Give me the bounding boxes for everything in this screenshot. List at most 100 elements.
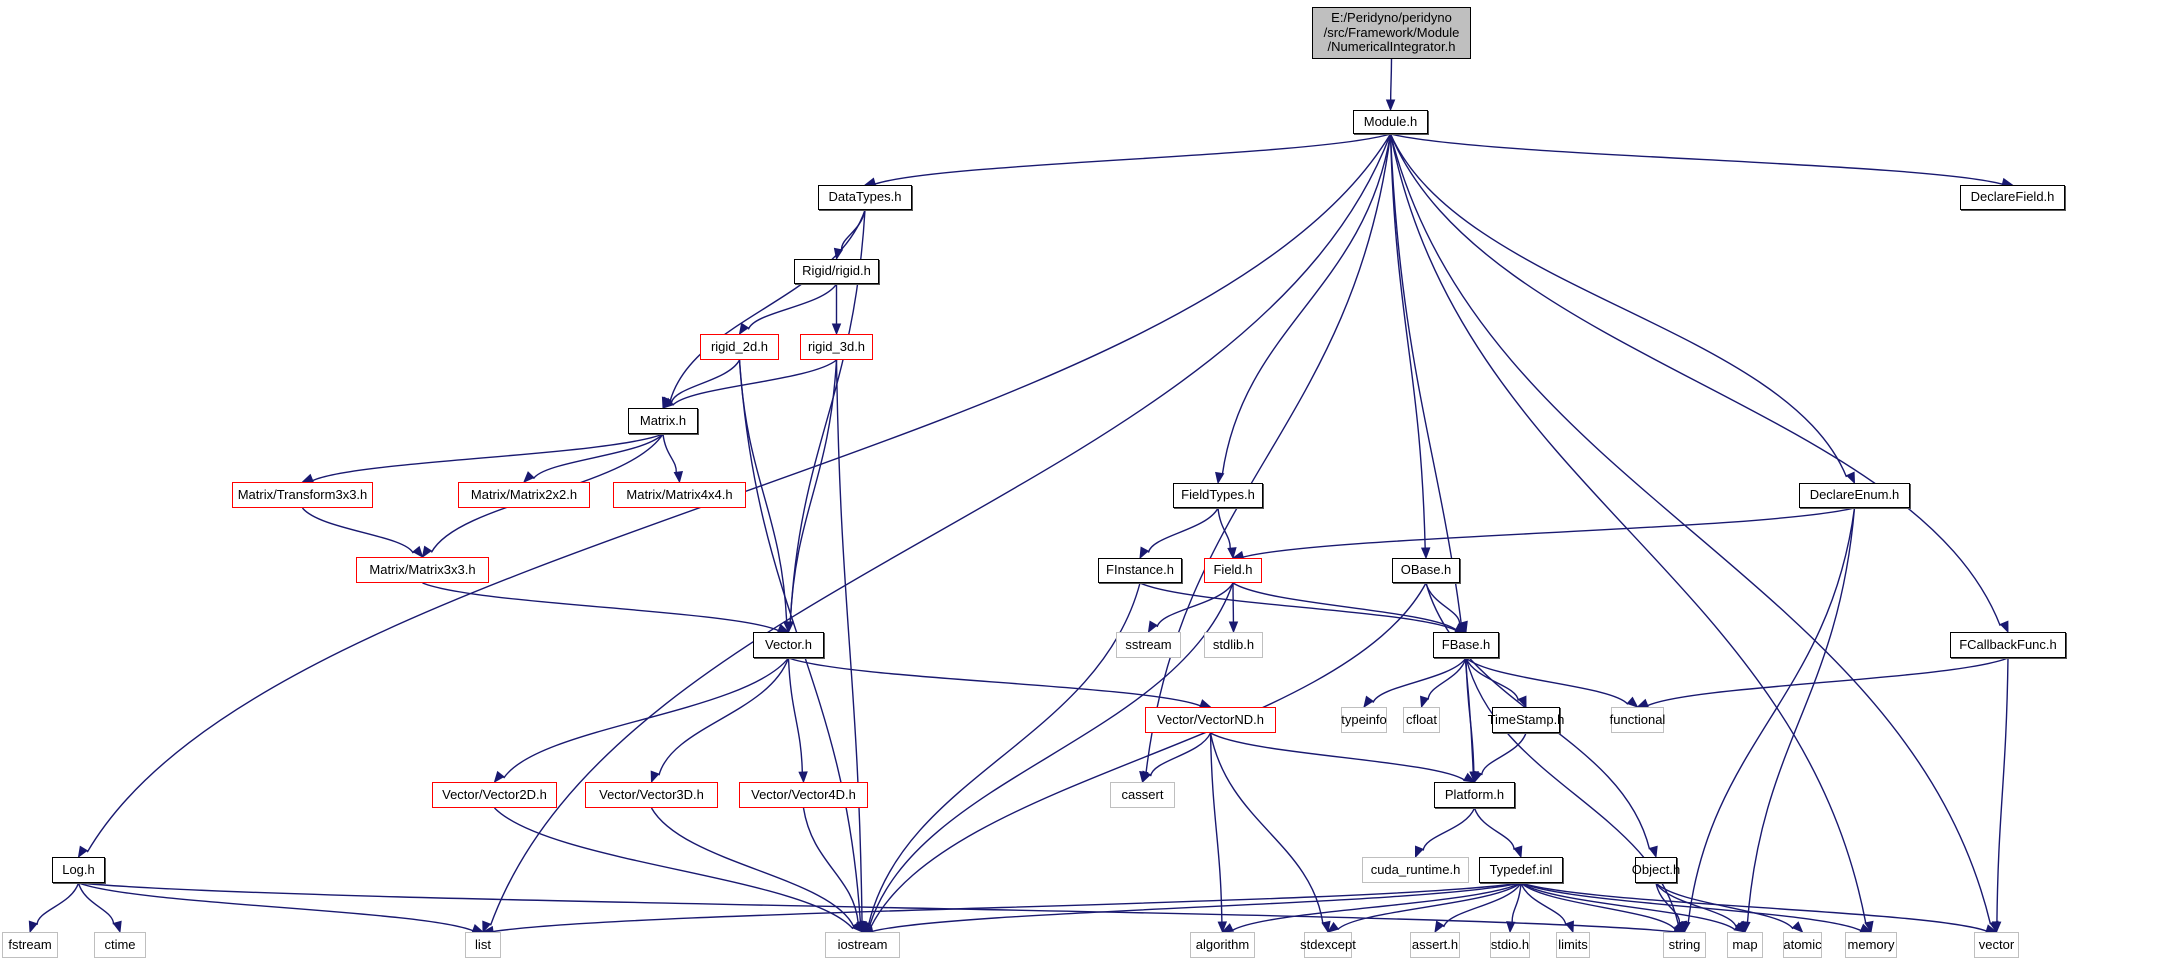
arrowhead-icon: [1385, 99, 1396, 112]
node-label: FieldTypes.h: [1181, 487, 1255, 503]
node-rigid2d[interactable]: rigid_2d.h: [700, 334, 779, 360]
node-vector3d[interactable]: Vector/Vector3D.h: [585, 782, 718, 808]
edge-fcallback-to-vector: [1996, 657, 2009, 923]
node-label: Vector/Vector2D.h: [442, 786, 547, 802]
node-label: Vector.h: [765, 636, 812, 652]
arrowhead-icon: [493, 770, 505, 784]
node-label: Matrix/Matrix4x4.h: [626, 486, 733, 502]
node-asserth: assert.h: [1410, 932, 1460, 958]
node-fcallback[interactable]: FCallbackFunc.h: [1950, 632, 2066, 658]
node-label: Vector/VectorND.h: [1157, 711, 1264, 727]
arrowhead-icon: [738, 322, 750, 336]
node-label: Object.h: [1631, 861, 1681, 877]
node-matrix4x4[interactable]: Matrix/Matrix4x4.h: [613, 482, 746, 508]
node-label: Matrix/Matrix2x2.h: [470, 486, 578, 502]
arrowhead-icon: [1999, 620, 2009, 634]
edge-fbase-to-typeinfo: [1372, 657, 1467, 704]
arrowhead-icon: [784, 621, 794, 634]
arrowhead-icon: [861, 920, 872, 934]
node-object[interactable]: Object.h: [1631, 857, 1681, 883]
node-rigid[interactable]: Rigid/rigid.h: [794, 259, 879, 284]
edge-obase-to-fbase: [1425, 582, 1461, 625]
node-declarefield[interactable]: DeclareField.h: [1960, 185, 2065, 210]
node-module[interactable]: Module.h: [1353, 110, 1428, 134]
edge-fbase-to-timestamp: [1465, 657, 1519, 701]
arrowhead-icon: [1326, 921, 1340, 933]
node-label: Platform.h: [1444, 786, 1505, 802]
edge-typedef-to-map: [1520, 882, 1736, 931]
edge-log-to-list: [78, 882, 474, 932]
arrowhead-icon: [1228, 621, 1239, 634]
node-label: functional: [1609, 711, 1666, 727]
edge-finstance-to-iostream: [868, 582, 1141, 925]
node-label: Matrix/Transform3x3.h: [237, 486, 368, 502]
node-matrix2x2[interactable]: Matrix/Matrix2x2.h: [458, 482, 590, 508]
node-finstance[interactable]: FInstance.h: [1098, 558, 1182, 583]
node-declareenum[interactable]: DeclareEnum.h: [1799, 483, 1910, 508]
edge-fieldtypes-to-finstance: [1147, 507, 1219, 553]
node-label: string: [1668, 936, 1701, 952]
edge-vector_h-to-vectornd: [788, 657, 1201, 707]
node-vector2d[interactable]: Vector/Vector2D.h: [432, 782, 557, 808]
arrowhead-icon: [661, 397, 675, 409]
node-label: stdlib.h: [1212, 636, 1255, 652]
arrowhead-icon: [831, 323, 842, 336]
edge-rigid2d-to-matrix: [670, 359, 741, 403]
node-rigid3d[interactable]: rigid_3d.h: [800, 334, 873, 360]
node-root[interactable]: E:/Peridyno/peridyno /src/Framework/Modu…: [1312, 7, 1471, 59]
node-label: vector: [1978, 936, 2015, 952]
edge-vectornd-to-platform: [1210, 732, 1466, 781]
node-label: FBase.h: [1441, 636, 1491, 652]
node-obase[interactable]: OBase.h: [1392, 558, 1460, 583]
edge-typedef-to-memory: [1520, 882, 1862, 932]
node-matrix3x3[interactable]: Matrix/Matrix3x3.h: [356, 557, 489, 583]
arrowhead-icon: [77, 845, 88, 859]
edge-vector_h-to-vector4d: [787, 657, 803, 773]
node-vector4d[interactable]: Vector/Vector4D.h: [739, 782, 868, 808]
node-fbase[interactable]: FBase.h: [1433, 632, 1499, 658]
node-label: Matrix/Matrix3x3.h: [369, 561, 476, 577]
node-typedef[interactable]: Typedef.inl: [1479, 857, 1563, 883]
arrowhead-icon: [112, 920, 122, 934]
arrowhead-icon: [1513, 845, 1523, 859]
edge-obase-to-iostream: [870, 582, 1427, 928]
node-vectornd[interactable]: Vector/VectorND.h: [1145, 707, 1276, 733]
node-platform[interactable]: Platform.h: [1434, 782, 1515, 808]
edge-datatypes-to-matrix: [669, 209, 866, 402]
node-map: map: [1727, 932, 1763, 958]
node-fieldtypes[interactable]: FieldTypes.h: [1173, 483, 1263, 508]
arrowhead-icon: [1735, 920, 1746, 934]
node-cuda: cuda_runtime.h: [1362, 857, 1469, 883]
arrowhead-icon: [1414, 845, 1424, 859]
node-transform3x3[interactable]: Matrix/Transform3x3.h: [232, 482, 373, 508]
edge-field-to-iostream: [869, 582, 1234, 926]
node-label: Matrix.h: [639, 412, 687, 428]
node-field[interactable]: Field.h: [1204, 558, 1262, 583]
node-log[interactable]: Log.h: [52, 857, 105, 883]
node-label: DeclareEnum.h: [1809, 487, 1900, 503]
node-label: list: [475, 936, 491, 952]
edge-timestamp-to-platform: [1481, 732, 1527, 776]
node-vector_h[interactable]: Vector.h: [753, 632, 824, 658]
node-datatypes[interactable]: DataTypes.h: [818, 185, 912, 210]
node-label: iostream: [837, 936, 888, 952]
node-label: map: [1732, 936, 1758, 952]
edge-module-to-fcallback: [1389, 133, 2001, 626]
arrowhead-icon: [1147, 620, 1158, 634]
arrowhead-icon: [1458, 620, 1468, 634]
node-stdlib: stdlib.h: [1204, 632, 1263, 658]
arrowhead-icon: [1626, 696, 1639, 708]
node-label: memory: [1847, 936, 1895, 952]
node-matrix[interactable]: Matrix.h: [628, 408, 698, 434]
arrowhead-icon: [1636, 698, 1650, 708]
node-timestamp[interactable]: TimeStamp.h: [1488, 707, 1564, 733]
node-limits: limits: [1556, 932, 1590, 958]
node-typeinfo: typeinfo: [1341, 707, 1387, 733]
arrowhead-icon: [301, 473, 315, 483]
edge-platform-to-cuda: [1422, 807, 1476, 851]
edge-module-to-fieldtypes: [1221, 133, 1392, 475]
edge-object-to-map: [1655, 882, 1737, 928]
node-label: rigid_2d.h: [710, 338, 769, 354]
node-functional: functional: [1609, 707, 1666, 733]
